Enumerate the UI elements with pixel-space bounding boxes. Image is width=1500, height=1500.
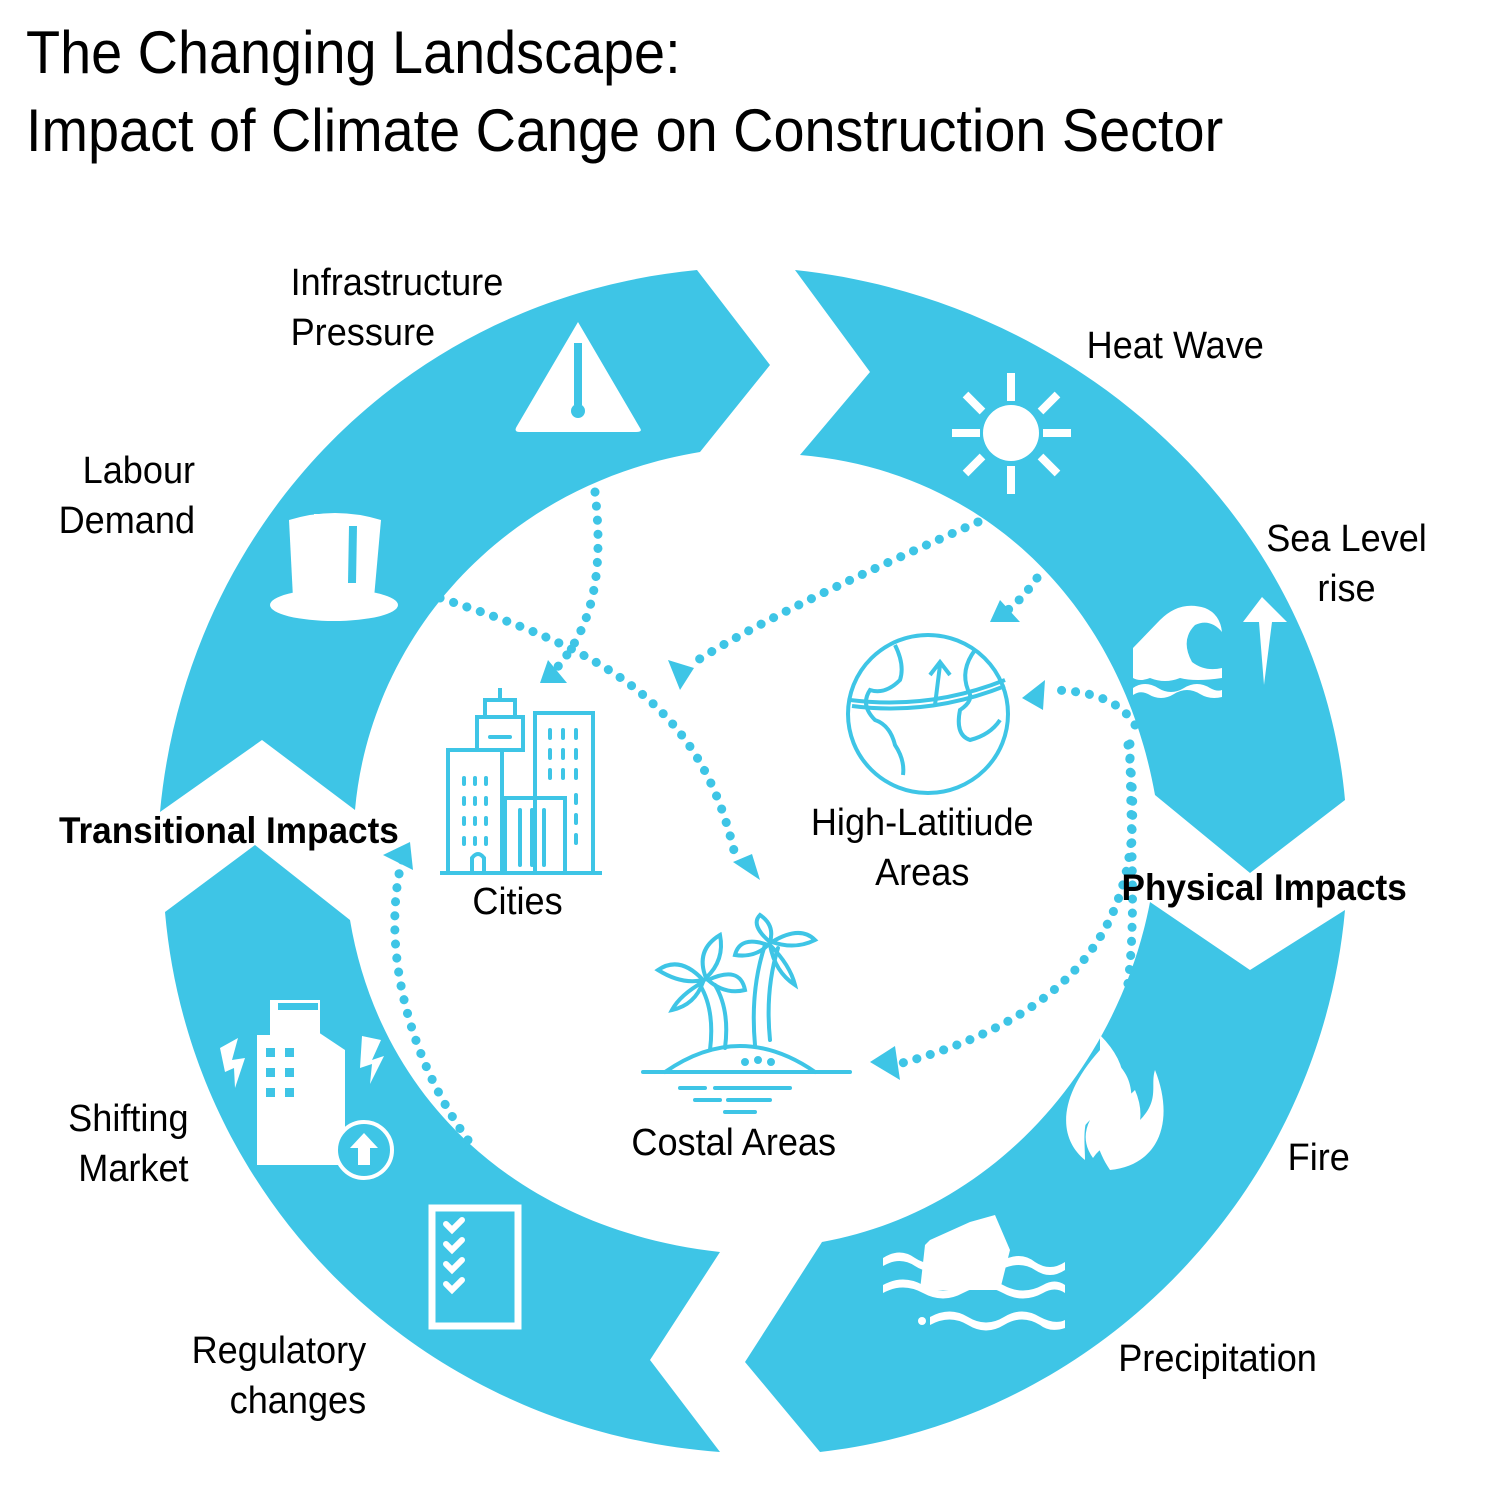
ring-segment-bottom-left: [165, 845, 720, 1452]
top-hat-icon: [270, 513, 398, 621]
label-high-latitude-areas: High-Latitiude Areas: [810, 802, 1034, 894]
label-cities: Cities: [472, 881, 563, 923]
market-buildings-icon: [220, 1000, 394, 1180]
ring-segment-bottom-right: [745, 902, 1345, 1452]
arrowheads: [383, 600, 1045, 1080]
title-line-2: Impact of Climate Cange on Construction …: [26, 97, 1224, 164]
label-infrastructure-pressure: Infrastructure Pressure: [290, 262, 504, 354]
label-heat-wave: Heat Wave: [1086, 325, 1264, 367]
label-shifting-market: Shifting Market: [68, 1098, 189, 1190]
wave-up-arrow-icon: [1133, 597, 1287, 698]
arrow-labour-to-coastal: [435, 593, 740, 860]
connector-arrows: [390, 487, 1140, 1145]
arrow-fire-to-highlat: [1115, 735, 1137, 1030]
flame-icon: [1066, 1035, 1164, 1170]
label-regulatory-changes: Regulatory changes: [191, 1330, 367, 1422]
label-coastal-areas: Costal Areas: [631, 1122, 837, 1164]
arrow-heatwave-to-highlat: [1000, 573, 1042, 617]
label-physical-impacts: Physical Impacts: [1121, 867, 1407, 908]
warning-triangle-icon: [515, 322, 641, 432]
title-line-1: The Changing Landscape:: [26, 19, 681, 86]
ring-segment-top-right: [795, 270, 1345, 873]
arrow-sealevel-to-coastal: [890, 740, 1138, 1070]
label-transitional-impacts: Transitional Impacts: [58, 810, 399, 851]
flooded-house-icon: [883, 1215, 1065, 1331]
arrow-heatwave-to-cities: [685, 517, 983, 670]
sun-icon: [952, 373, 1071, 494]
palm-island-icon: [641, 912, 852, 1114]
checklist-icon: [428, 1204, 522, 1330]
arrow-shifting-to-cities: [390, 855, 473, 1145]
arrow-infrastructure-to-cities: [550, 487, 603, 675]
arrow-sealevel-to-highlat: [1043, 685, 1140, 730]
label-labour-demand: Labour Demand: [58, 450, 196, 542]
city-buildings-icon: [440, 688, 602, 875]
label-precipitation: Precipitation: [1118, 1338, 1317, 1380]
globe-icon: [846, 633, 1010, 795]
page-title: The Changing Landscape: Impact of Climat…: [26, 14, 1223, 170]
label-fire: Fire: [1287, 1137, 1350, 1179]
label-sea-level-rise: Sea Level rise: [1266, 518, 1427, 610]
